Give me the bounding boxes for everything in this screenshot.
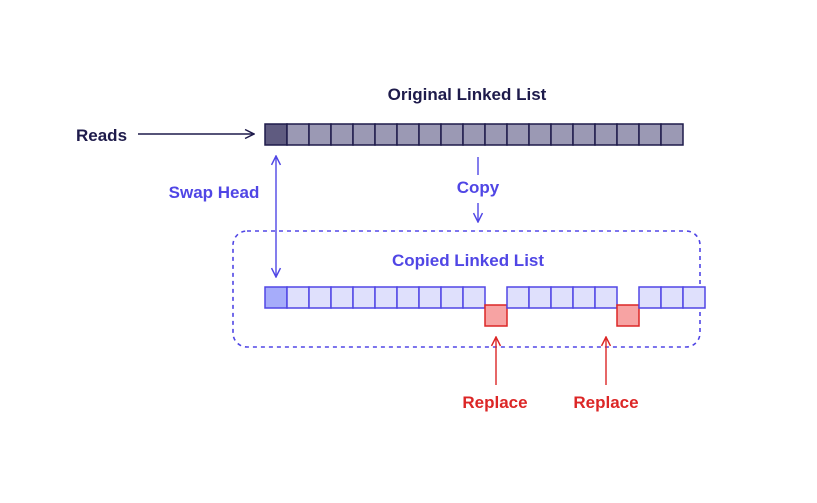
copied-node bbox=[550, 286, 574, 309]
original-list-title: Original Linked List bbox=[388, 85, 547, 104]
copied-node bbox=[506, 286, 530, 309]
copied-list-title: Copied Linked List bbox=[392, 251, 544, 270]
original-linked-list bbox=[264, 123, 684, 146]
original-node bbox=[396, 123, 420, 146]
original-node bbox=[550, 123, 574, 146]
copied-node bbox=[638, 286, 662, 309]
original-node bbox=[660, 123, 684, 146]
replace-label-1: Replace bbox=[462, 393, 527, 412]
original-node bbox=[462, 123, 486, 146]
original-node bbox=[440, 123, 464, 146]
original-node bbox=[528, 123, 552, 146]
copied-node bbox=[352, 286, 376, 309]
swap-head-label: Swap Head bbox=[169, 183, 260, 202]
replaced-node bbox=[616, 304, 640, 327]
copied-node bbox=[572, 286, 596, 309]
copied-node bbox=[308, 286, 332, 309]
copied-node bbox=[462, 286, 486, 309]
replaced-node bbox=[484, 304, 508, 327]
original-node bbox=[286, 123, 310, 146]
original-node bbox=[330, 123, 354, 146]
original-node bbox=[484, 123, 508, 146]
copied-node bbox=[528, 286, 552, 309]
copied-linked-list bbox=[264, 286, 706, 327]
original-node bbox=[418, 123, 442, 146]
copied-node bbox=[396, 286, 420, 309]
copied-node bbox=[594, 286, 618, 309]
original-node bbox=[594, 123, 618, 146]
replace-label-2: Replace bbox=[573, 393, 638, 412]
reads-label: Reads bbox=[76, 126, 127, 145]
original-node bbox=[374, 123, 398, 146]
copied-node bbox=[660, 286, 684, 309]
copied-node bbox=[440, 286, 464, 309]
original-node bbox=[638, 123, 662, 146]
copy-label: Copy bbox=[457, 178, 500, 197]
original-node bbox=[572, 123, 596, 146]
original-node bbox=[308, 123, 332, 146]
copied-node bbox=[418, 286, 442, 309]
copied-node bbox=[330, 286, 354, 309]
original-node bbox=[506, 123, 530, 146]
copied-node bbox=[374, 286, 398, 309]
original-node bbox=[616, 123, 640, 146]
original-node bbox=[352, 123, 376, 146]
copied-node bbox=[286, 286, 310, 309]
copied-head-node bbox=[264, 286, 288, 309]
original-head-node bbox=[264, 123, 288, 146]
copied-node bbox=[682, 286, 706, 309]
